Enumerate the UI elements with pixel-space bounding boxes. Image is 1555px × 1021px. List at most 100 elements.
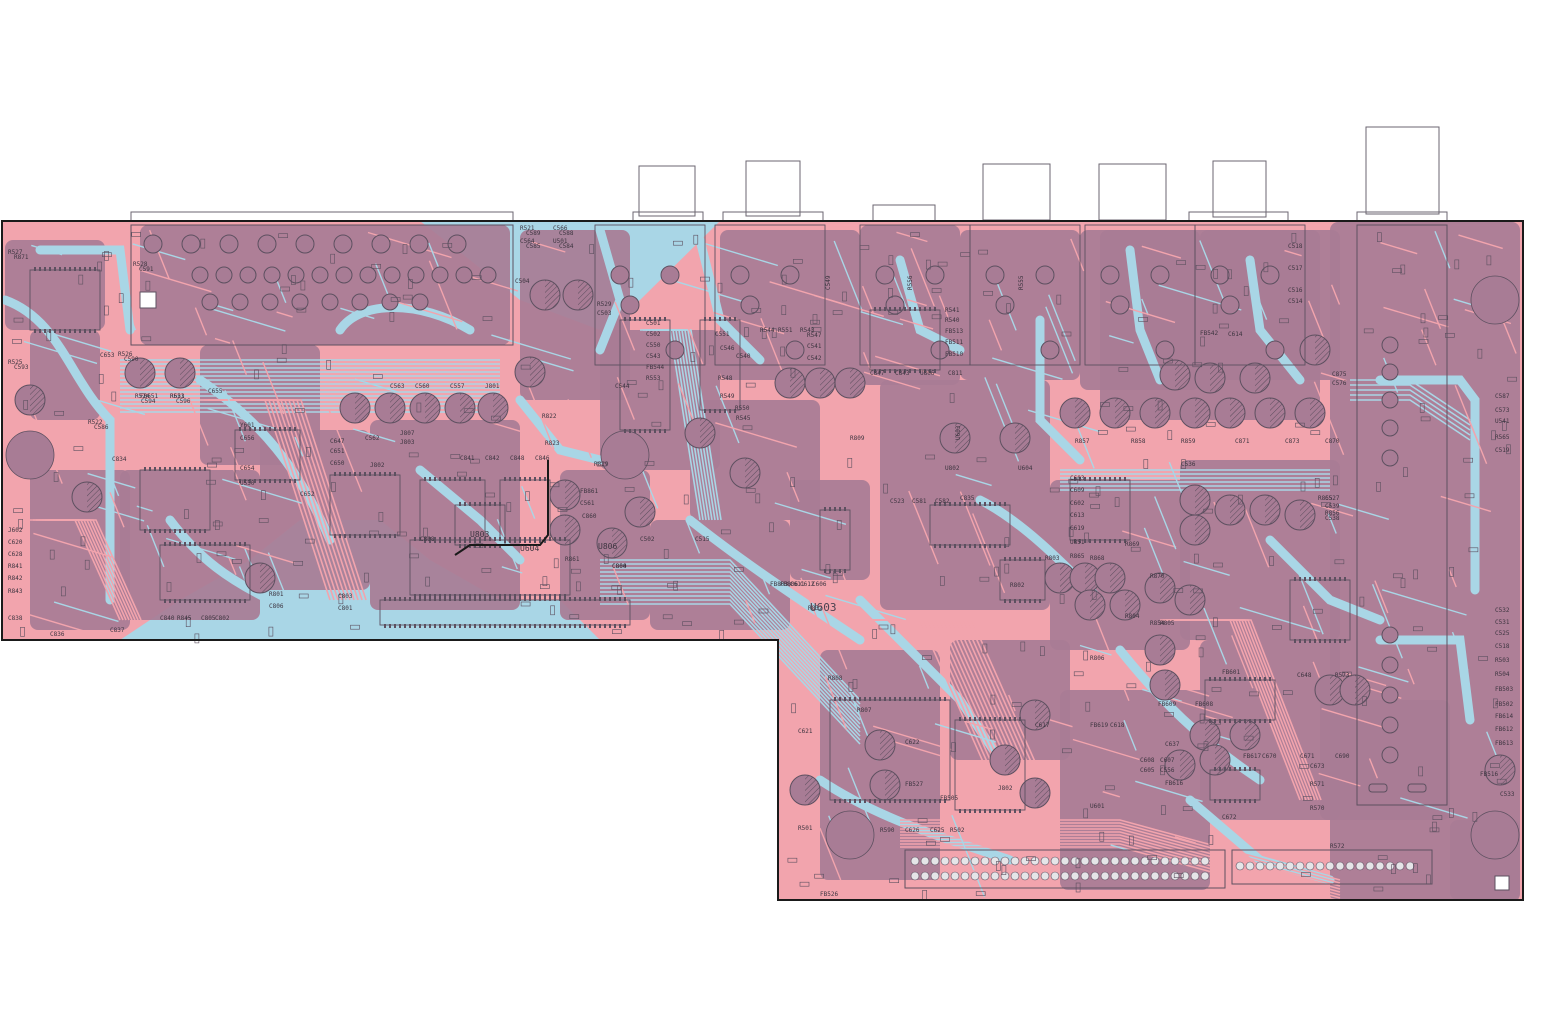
trace bbox=[222, 478, 303, 504]
ref-designator-label: U501 bbox=[553, 238, 568, 245]
smd-footprint bbox=[402, 294, 413, 300]
connector-pin bbox=[1381, 746, 1399, 764]
smd-footprint bbox=[814, 873, 824, 879]
trace bbox=[1330, 284, 1341, 305]
ref-designator-label: C860 bbox=[582, 513, 597, 520]
smd-footprint bbox=[1091, 590, 1097, 600]
smd-footprint bbox=[550, 605, 555, 616]
smd-footprint bbox=[326, 359, 332, 370]
smd-footprint bbox=[1299, 764, 1309, 769]
ref-designator-label: C566 bbox=[553, 225, 568, 232]
ref-designator-label: R544 bbox=[760, 327, 775, 334]
header-pin bbox=[910, 856, 920, 866]
trace bbox=[600, 587, 861, 729]
smd-footprint bbox=[781, 305, 787, 316]
ref-designator-label: R822 bbox=[542, 413, 557, 420]
electrolytic-capacitor bbox=[1019, 699, 1051, 731]
ref-designator-label: FB601 bbox=[1222, 669, 1240, 676]
ref-designator-label: FB527 bbox=[905, 781, 923, 788]
ref-designator-label: FB510 bbox=[945, 351, 963, 358]
smd-footprint bbox=[1238, 494, 1243, 505]
smd-footprint bbox=[1295, 422, 1305, 428]
ref-designator-label: Y601 bbox=[240, 422, 255, 429]
jack-pin bbox=[1100, 265, 1120, 285]
ref-designator-label: R651 bbox=[170, 393, 185, 400]
header-pin bbox=[1110, 856, 1120, 866]
header-pin bbox=[1030, 871, 1040, 881]
ref-designator-label: C838 bbox=[8, 615, 23, 622]
connector-pin bbox=[1381, 656, 1399, 674]
trace bbox=[1096, 440, 1105, 459]
smd-footprint bbox=[260, 490, 266, 501]
header-pin bbox=[1375, 861, 1385, 871]
smd-footprint bbox=[1208, 835, 1214, 845]
smd-footprint bbox=[300, 280, 306, 291]
trace bbox=[715, 385, 740, 444]
smd-footprint bbox=[1392, 268, 1402, 274]
ref-designator-label: C611 bbox=[790, 581, 805, 588]
smd-footprint bbox=[1118, 367, 1129, 372]
ref-designator-label: R551 bbox=[778, 327, 793, 334]
smd-footprint bbox=[1085, 701, 1091, 712]
trace bbox=[109, 492, 125, 528]
smd-footprint bbox=[423, 527, 428, 538]
header-pin bbox=[1010, 871, 1020, 881]
smd-footprint bbox=[1130, 546, 1141, 552]
header-pin bbox=[910, 871, 920, 881]
smd-footprint bbox=[589, 244, 595, 254]
smd-footprint bbox=[810, 319, 820, 325]
header-pin bbox=[1190, 856, 1200, 866]
jack-footprint bbox=[714, 224, 826, 366]
trace bbox=[227, 555, 237, 575]
smd-footprint bbox=[1095, 486, 1101, 496]
smd-footprint bbox=[1219, 323, 1229, 329]
trace bbox=[900, 822, 1341, 884]
trace bbox=[1312, 661, 1321, 678]
smd-footprint bbox=[883, 483, 888, 494]
smd-footprint bbox=[771, 328, 777, 338]
ref-designator-label: R527 bbox=[8, 249, 23, 256]
smd-footprint bbox=[1449, 566, 1454, 577]
ref-designator-label: C626 bbox=[905, 827, 920, 834]
smd-footprint bbox=[1089, 492, 1099, 498]
ref-designator-label: C502 bbox=[646, 331, 661, 338]
smd-footprint bbox=[1147, 855, 1157, 860]
ref-designator-label: C654 bbox=[240, 465, 255, 472]
smd-footprint bbox=[54, 410, 65, 416]
jack-footprint bbox=[1194, 224, 1306, 366]
smd-footprint bbox=[369, 530, 379, 536]
smd-footprint bbox=[1391, 864, 1396, 875]
smd-footprint bbox=[1182, 806, 1193, 812]
bottom-channel bbox=[815, 775, 1015, 865]
ref-designator-label: C834 bbox=[112, 456, 127, 463]
tab-pad bbox=[1407, 783, 1427, 793]
trace bbox=[1244, 508, 1270, 568]
ref-designator-label: R806 bbox=[1090, 655, 1105, 662]
electrolytic-capacitor bbox=[71, 481, 103, 513]
ref-designator-label: R524 bbox=[135, 393, 150, 400]
smd-footprint bbox=[611, 585, 622, 591]
smd-footprint bbox=[281, 344, 287, 354]
bottom-channel bbox=[1115, 645, 1265, 785]
trace bbox=[600, 599, 861, 741]
trace bbox=[194, 307, 208, 336]
trace bbox=[992, 357, 1063, 380]
ref-designator-label: R572 bbox=[1330, 843, 1345, 850]
connector-pin bbox=[201, 293, 219, 311]
trace bbox=[1467, 418, 1479, 442]
ic-package bbox=[329, 472, 401, 538]
smd-footprint bbox=[888, 255, 894, 265]
trace bbox=[671, 286, 704, 365]
electrolytic-capacitor bbox=[514, 356, 546, 388]
smd-footprint bbox=[1413, 569, 1418, 580]
trace bbox=[900, 834, 1341, 896]
header-pin bbox=[920, 871, 930, 881]
electrolytic-capacitor bbox=[1299, 334, 1331, 366]
smd-footprint bbox=[1059, 594, 1065, 604]
ref-designator-label: C651 bbox=[330, 448, 345, 455]
smd-footprint bbox=[463, 408, 474, 414]
ref-designator-label: C563 bbox=[390, 383, 405, 390]
trace bbox=[1381, 589, 1467, 616]
ref-designator-label: C590 bbox=[124, 356, 139, 363]
smd-footprint bbox=[1291, 233, 1297, 243]
